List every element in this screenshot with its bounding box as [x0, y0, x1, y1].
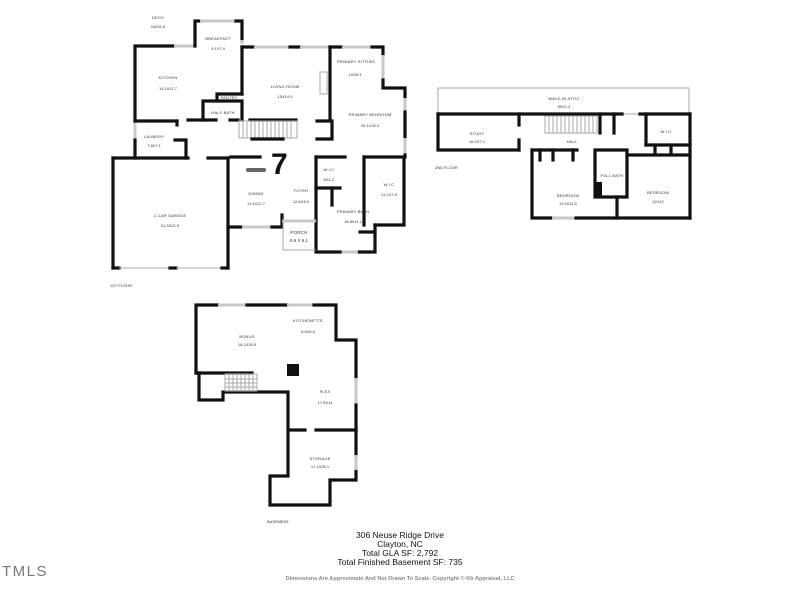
room-name: LAUNDRY: [143, 134, 165, 139]
room-dims: 8.5X6.6: [301, 329, 315, 334]
room-dims: 11.1X7.5: [381, 192, 397, 197]
mls-watermark-logo: TMLS: [2, 563, 49, 580]
room-dims: 16X11.6: [150, 24, 166, 29]
room-name: W.I.C: [323, 167, 335, 172]
second-floor-walls: [436, 87, 692, 220]
room-name: W.I.C: [660, 129, 672, 134]
room-name: PRIMARY BEDROOM: [348, 112, 392, 117]
room-dims: 17.1X25.1: [310, 464, 330, 469]
room-dims: 9.1X7.4: [211, 46, 225, 51]
floor-label-basement: BASEMENT: [267, 519, 290, 524]
room-dims: 12.6X8.3: [292, 199, 310, 204]
property-summary: 306 Neuse Ridge Drive Clayton, NC Total …: [300, 531, 500, 567]
room-name: STUDY: [469, 131, 485, 136]
basement-sf-line: Total Finished Basement SF: 735: [337, 557, 463, 567]
disclaimer: Dimensions Are Approximate And Not Drawn…: [285, 576, 515, 582]
room-dims: 15.1X16.2: [360, 123, 380, 128]
room-name: FOYER: [293, 188, 309, 193]
room-dims: 17.5X14: [317, 400, 333, 405]
room-dims: 16.1X7.1: [468, 139, 486, 144]
room-name: W.I.C: [383, 182, 395, 187]
room-dims: 55X1.4: [557, 104, 571, 109]
room-name: HALL: [566, 139, 578, 144]
room-name: STORAGE: [309, 456, 331, 461]
room-name: KITCHEN: [158, 75, 178, 80]
room-name: PRIMARY BATH: [337, 209, 369, 214]
room-name: BREAKFAST: [205, 36, 231, 41]
room-dims: 11.4X12.7: [247, 201, 265, 206]
city-line: Clayton, NC: [377, 539, 423, 549]
room-dims: 15X14.9: [277, 94, 293, 99]
room-dims: 10X8.3: [348, 72, 362, 77]
room-name: WALK-IN ATTIC: [548, 96, 580, 101]
room-name: DECK: [152, 15, 164, 20]
room-name: HALF BATH: [211, 110, 235, 115]
first-floor-walls: [111, 19, 407, 270]
room-dims: 11.9X11.5: [559, 201, 577, 206]
address-line: 306 Neuse Ridge Drive: [356, 530, 444, 540]
room-name: FULL BATH: [600, 173, 624, 178]
room-dims: 18.8X11.1: [344, 219, 362, 224]
room-name: PANTRY: [220, 95, 238, 100]
gla-line: Total GLA SF: 2,792: [361, 548, 439, 558]
room-name: 2-CAR GARAGE: [153, 213, 187, 218]
room-name: FLEX: [319, 389, 331, 394]
room-name: BONUS: [239, 334, 255, 339]
room-name: LIVING ROOM: [270, 84, 300, 89]
room-name: BEDROOM: [556, 193, 580, 198]
room-name: BEDROOM: [646, 190, 670, 195]
room-name: DINING: [248, 191, 264, 196]
basement-walls: [194, 303, 358, 507]
room-name: KITCHENETTE: [293, 318, 323, 323]
floor-label-second: 2ND FLOOR: [435, 165, 458, 170]
room-dims: 6X1.2: [323, 177, 335, 182]
room-dims: 12X12: [652, 199, 664, 204]
marker-number: 7: [271, 148, 288, 181]
room-name: PORCH: [290, 230, 308, 235]
room-dims: 6.6 X 6.1: [289, 238, 309, 243]
room-dims: 7.8X7.1: [147, 143, 161, 148]
room-dims: 18.1X16.9: [237, 342, 257, 347]
room-dims: 21.3X21.5: [160, 223, 180, 228]
room-dims: 14.1X11.7: [159, 86, 177, 91]
floor-label-first: 1ST FLOOR: [110, 283, 133, 288]
room-name: PRIMARY SITTING: [337, 59, 375, 64]
